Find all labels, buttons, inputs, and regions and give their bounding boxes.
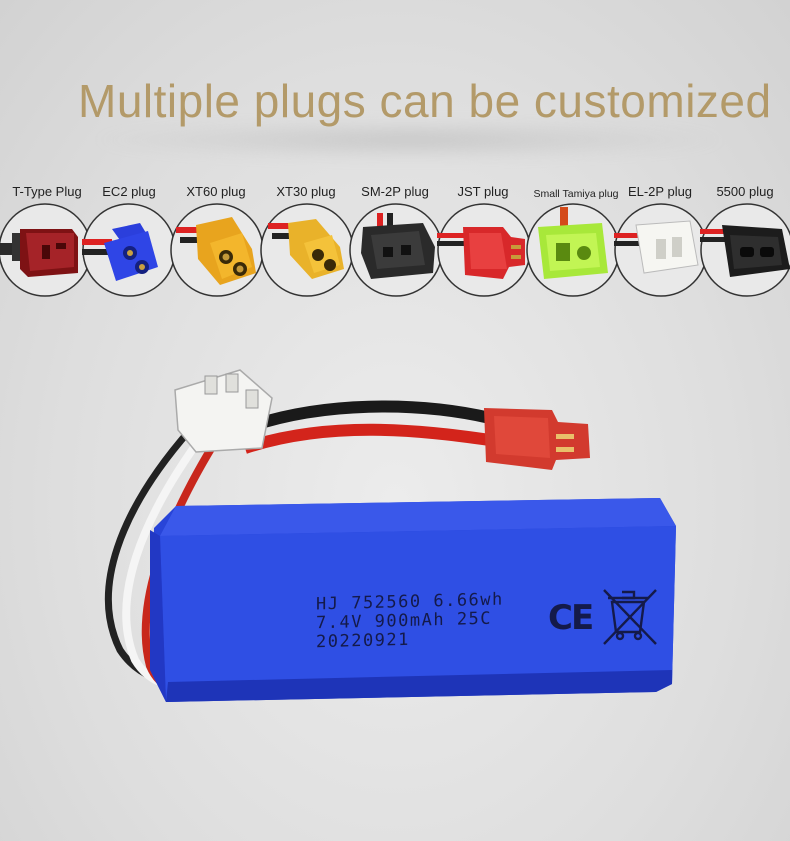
plug-label-t-type: T-Type Plug: [12, 184, 82, 199]
xt30-plug-icon: [260, 203, 354, 297]
5500-plug-icon: [700, 203, 790, 297]
sm2p-plug-icon: [349, 203, 443, 297]
jst-plug-icon: [437, 203, 531, 297]
ce-mark-icon: CE: [548, 598, 594, 638]
battery-pack: HJ 752560 6.66wh 7.4V 900mAh 25C 2022092…: [0, 330, 790, 841]
headline: Multiple plugs can be customized: [78, 75, 772, 127]
small-tamiya-plug-icon: [526, 203, 620, 297]
plug-label-small-tamiya: Small Tamiya plug: [533, 188, 619, 200]
t-type-plug-icon: [0, 203, 92, 297]
balance-connector-icon: [174, 369, 273, 453]
xt60-plug-icon: [170, 203, 264, 297]
plug-label-sm2p: SM-2P plug: [361, 184, 429, 199]
el2p-plug-icon: [614, 203, 708, 297]
plug-label-5500: 5500 plug: [716, 184, 774, 199]
plug-label-xt60: XT60 plug: [186, 184, 246, 199]
headline-shadow: [90, 120, 730, 160]
battery-illustration: [105, 369, 676, 702]
plug-options-row: T-Type Plug EC2 plug XT60 plug XT30 plug…: [0, 0, 790, 320]
plug-label-ec2: EC2 plug: [102, 184, 156, 199]
weee-bin-icon: [603, 589, 657, 645]
battery-date-text: 20220921: [316, 629, 410, 653]
jst-connector-icon: [484, 408, 590, 470]
ec2-plug-icon: [82, 203, 176, 297]
plug-label-xt30: XT30 plug: [276, 184, 336, 199]
plug-label-el2p: EL-2P plug: [627, 184, 693, 199]
plug-label-jst: JST plug: [457, 184, 509, 199]
